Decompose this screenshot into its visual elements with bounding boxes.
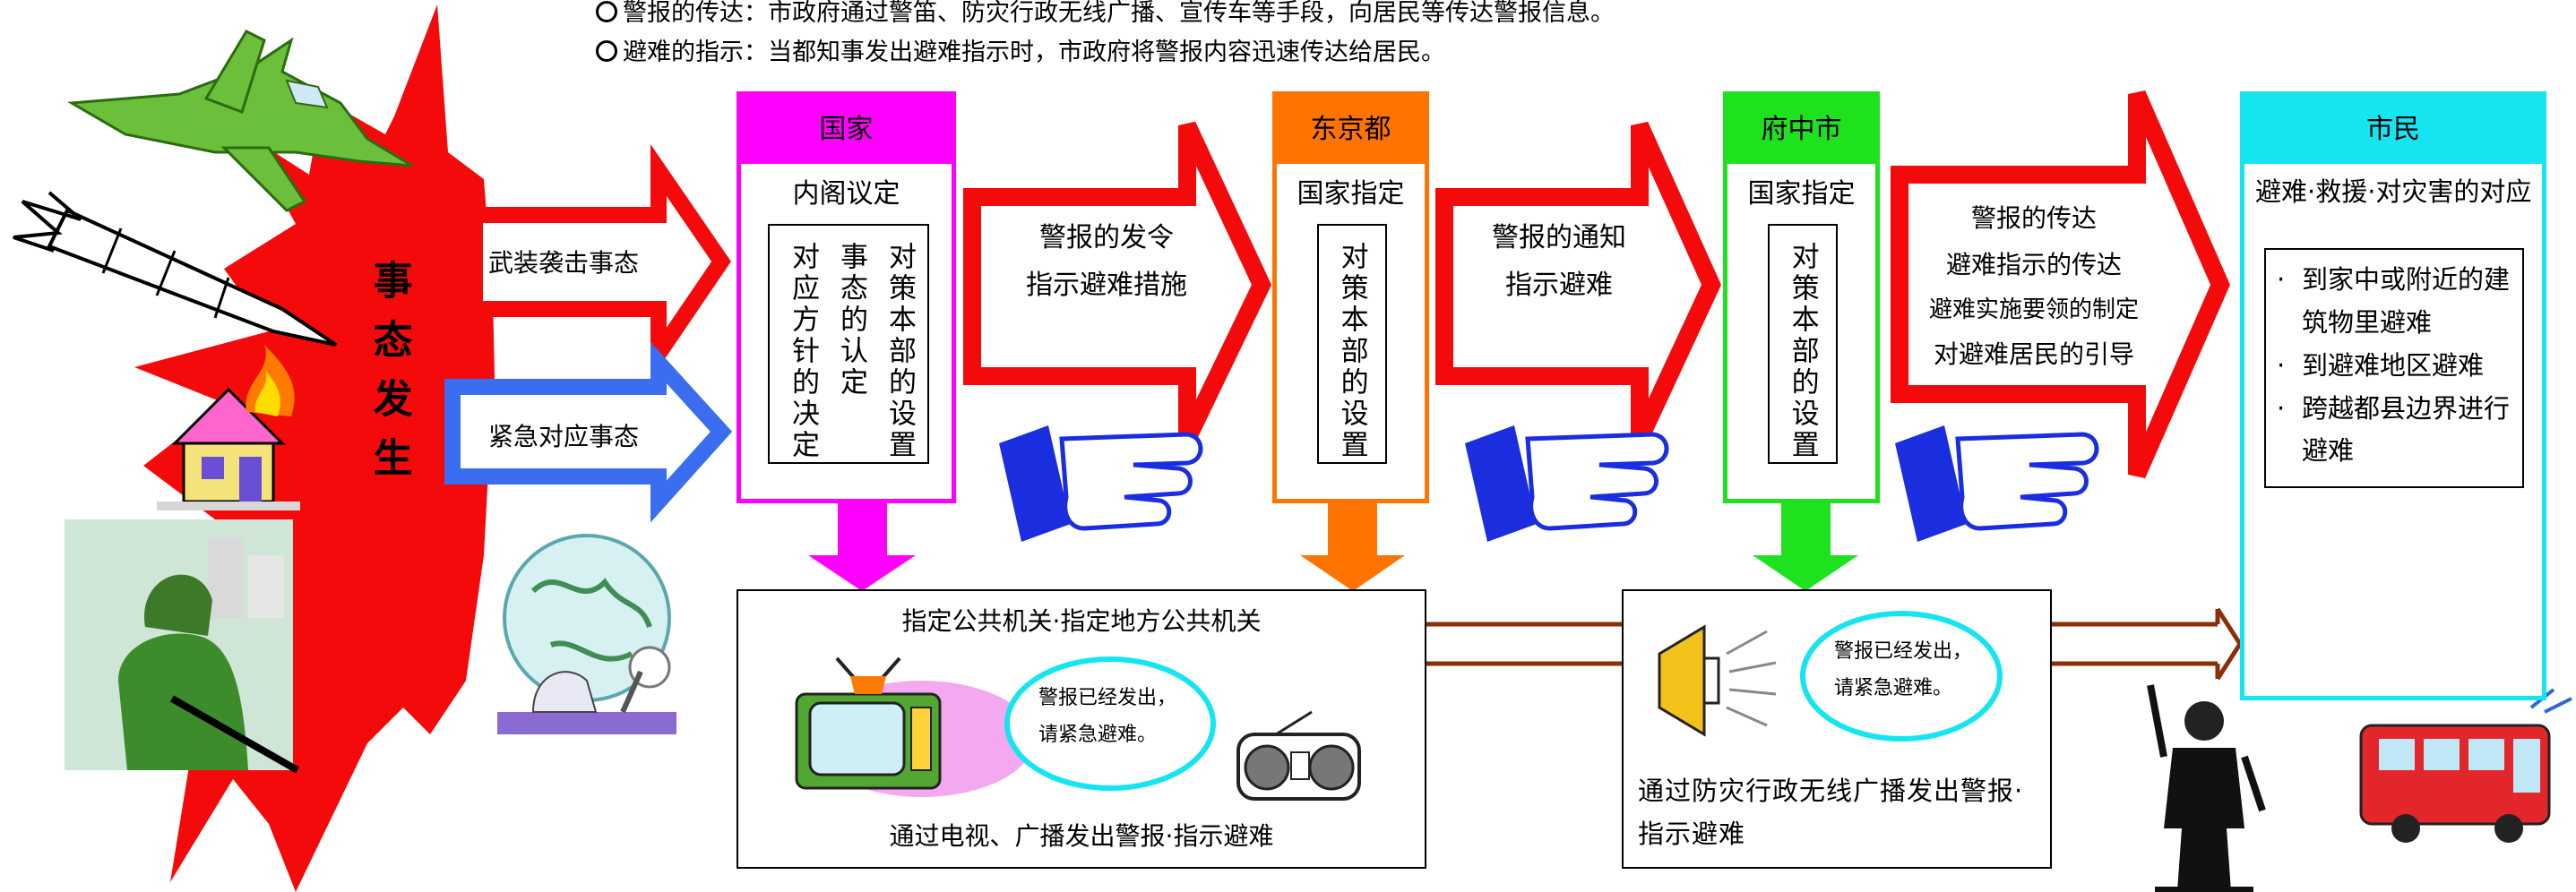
pointing-hand-icon: [999, 425, 1203, 542]
citizens-list-item: ·跨越都县边界进行避难: [2277, 392, 2511, 467]
radio-icon: [1236, 710, 1361, 801]
down-arrow-green: [1753, 502, 1858, 591]
public-agencies-art: [795, 656, 1361, 801]
pointing-hand-icon: [1895, 425, 2099, 542]
speech-bubble-shape: [1004, 656, 1216, 791]
arrow3-text: 警报的传达 避难指示的传达 避难实施要领的制定 对避难居民的引导: [1913, 195, 2155, 377]
fuchu-box: 府中市 国家指定 对策本部的设置: [1723, 91, 1880, 503]
emergency-label: 紧急对应事态: [488, 422, 640, 451]
arrow3-line1: 警报的传达: [1970, 203, 2097, 233]
fuchu-subtitle: 国家指定: [1747, 178, 1856, 210]
arrow1-text: 警报的发令 指示避难措施: [995, 215, 1219, 309]
citizens-list-item: ·到避难地区避难: [2277, 349, 2485, 381]
country-col-2: 事态的认定: [835, 242, 867, 399]
note-evacuation-order: 避难的指示：当都知事发出避难指示时，市政府将警报内容迅速传达给居民。: [596, 32, 1445, 67]
country-box: 国家 内阁议定 对策本部的设置 事态的认定 对应方针的决定: [737, 91, 956, 503]
soldier-icon: [65, 519, 299, 774]
bullet-circle-icon: [596, 40, 617, 62]
note-warning-relay: 警报的传达：市政府通过警笛、防灾行政无线广播、宣传车等手段，向居民等传达警报信息…: [596, 0, 1615, 28]
pointing-hand-icon: [1465, 425, 1669, 542]
arrow-country-to-tokyo: [963, 121, 1272, 443]
arrow1-line2: 指示避难措施: [1026, 269, 1187, 301]
bullet-circle-icon: [596, 1, 617, 22]
country-subtitle: 内阁议定: [792, 178, 900, 210]
fuchu-inner-box: 对策本部的设置: [1768, 224, 1838, 464]
tokyo-title: 东京都: [1277, 96, 1425, 164]
tokyo-subtitle: 国家指定: [1297, 178, 1405, 210]
armed-attack-label: 武装袭击事态: [488, 248, 640, 278]
police-officer-icon: [2147, 684, 2266, 892]
arrow3-line3: 避难实施要领的制定: [1928, 296, 2139, 323]
city-radio-art: [1658, 611, 2003, 742]
public-agencies-caption: 通过电视、广播发出警报·指示避难: [889, 821, 1274, 851]
citizens-heading: 避难·救援·对灾害的对应: [2255, 176, 2532, 207]
arrow2-line2: 指示避难: [1505, 269, 1613, 301]
tokyo-col: 对策本部的设置: [1335, 242, 1368, 461]
arrow1-line1: 警报的发令: [1039, 222, 1174, 253]
country-title: 国家: [741, 96, 952, 164]
down-arrow-orange: [1300, 502, 1405, 591]
missile-icon: [13, 191, 338, 347]
fuchu-title: 府中市: [1727, 96, 1875, 164]
public-agencies-bubble-text: 警报已经发出， 请紧急避难。: [1038, 681, 1176, 753]
speech-bubble-shape: [1800, 611, 2003, 742]
bus-icon: [2359, 688, 2572, 843]
citizens-box: 市民 避难·救援·对灾害的对应 ·到家中或附近的建筑物里避难 ·到避难地区避难 …: [2240, 91, 2546, 700]
city-radio-box: 警报已经发出， 请紧急避难。 通过防灾行政无线广播发出警报·指示避难: [1622, 589, 2052, 869]
jet-fighter-icon: [67, 30, 413, 212]
tokyo-box: 东京都 国家指定 对策本部的设置: [1272, 91, 1429, 503]
arrow-tokyo-to-fuchu: [1435, 121, 1721, 443]
citizens-list-box: ·到家中或附近的建筑物里避难 ·到避难地区避难 ·跨越都县边界进行避难: [2264, 248, 2524, 488]
arrow-fuchu-to-citizens: [1891, 90, 2230, 479]
arrow2-text: 警报的通知 指示避难: [1465, 215, 1653, 309]
country-inner-box: 对策本部的设置 事态的认定 对应方针的决定: [768, 224, 929, 464]
city-radio-bubble-text: 警报已经发出， 请紧急避难。: [1834, 634, 1972, 707]
globe-scientist-icon: [497, 534, 676, 734]
fuchu-col: 对策本部的设置: [1786, 242, 1819, 461]
armed-attack-arrow: [467, 143, 731, 381]
brown-connector-2: [2052, 607, 2243, 681]
arrow3-line2: 避难指示的传达: [1945, 249, 2122, 279]
television-icon: [795, 656, 942, 790]
public-agencies-bubble-line2: 请紧急避难。: [1038, 723, 1158, 746]
brown-connector-1: [1426, 622, 1622, 666]
country-col-1: 对策本部的设置: [883, 242, 916, 461]
emergency-arrow: [444, 341, 733, 523]
loudspeaker-icon: [1658, 624, 1777, 737]
down-arrow-magenta: [808, 502, 916, 591]
burning-house-icon: [157, 345, 300, 510]
public-agencies-title: 指定公共机关·指定地方公共机关: [901, 606, 1262, 636]
city-radio-bubble-line1: 警报已经发出，: [1834, 640, 1973, 663]
city-radio-bubble-line2: 请紧急避难。: [1834, 676, 1953, 699]
citizens-title: 市民: [2244, 96, 2542, 164]
arrow2-line1: 警报的通知: [1492, 222, 1626, 253]
citizens-list-item: ·到家中或附近的建筑物里避难: [2277, 264, 2511, 338]
public-agencies-bubble-line1: 警报已经发出，: [1038, 687, 1177, 709]
country-col-3: 对应方针的决定: [787, 242, 819, 461]
public-agencies-box: 指定公共机关·指定地方公共机关 警报已经发出， 请紧急避难。 通过电视、广播发出…: [737, 589, 1426, 869]
arrow3-line4: 对避难居民的引导: [1933, 339, 2134, 369]
incident-burst-label: 事态发生: [366, 260, 412, 496]
city-radio-caption: 通过防灾行政无线广播发出警报·指示避难: [1638, 776, 2024, 849]
tokyo-inner-box: 对策本部的设置: [1317, 224, 1387, 464]
